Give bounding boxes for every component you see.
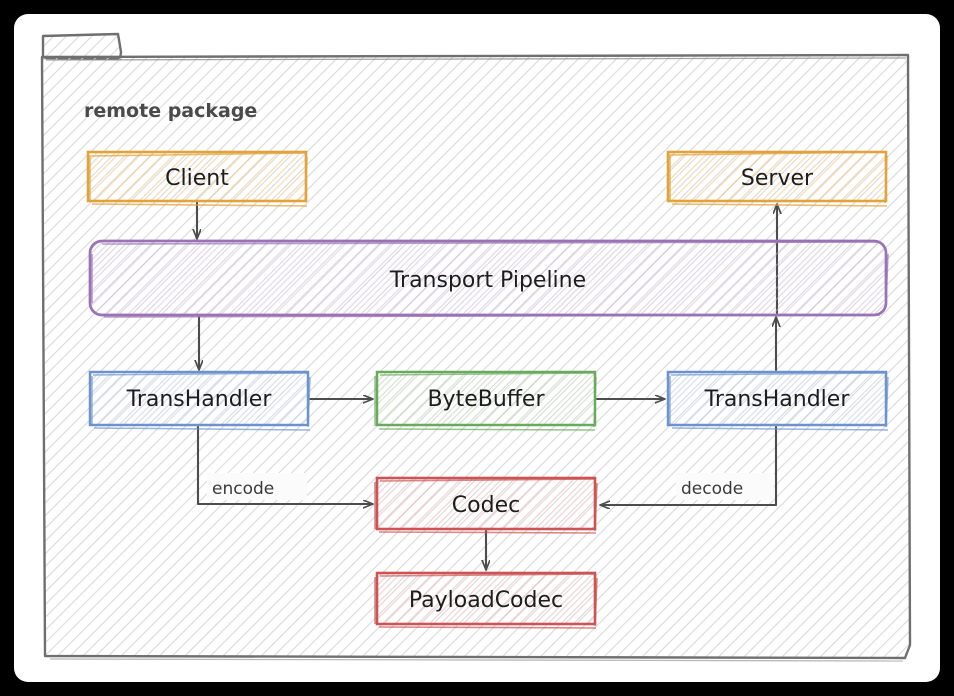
node-codec[interactable]: Codec — [374, 476, 598, 534]
edge-decode — [601, 425, 778, 505]
node-payloadcodec-sketch — [374, 573, 598, 629]
node-server-fill — [668, 152, 886, 201]
node-transhandler-right-sketch — [669, 372, 889, 431]
node-server-sketch — [669, 151, 888, 207]
node-transport-pipeline-border — [88, 239, 888, 317]
edge-encode — [196, 425, 372, 504]
node-payloadcodec-label: PayloadCodec — [409, 588, 563, 613]
node-bytebuffer-fill — [377, 372, 595, 425]
node-transhandler-right[interactable]: TransHandler — [666, 370, 889, 431]
node-transhandler-right-fill — [668, 372, 886, 425]
package-body — [40, 53, 912, 660]
node-codec-border — [375, 476, 597, 531]
node-server[interactable]: Server — [666, 150, 888, 207]
node-codec-label: Codec — [452, 493, 520, 518]
node-transhandler-right-label: TransHandler — [704, 387, 851, 412]
node-transhandler-right-border — [666, 370, 888, 427]
node-payloadcodec[interactable]: PayloadCodec — [374, 571, 598, 629]
package-body-sketch-line-bottom — [49, 658, 904, 662]
node-bytebuffer-label: ByteBuffer — [427, 387, 545, 412]
node-server-label: Server — [741, 166, 814, 191]
package-frame: remote package — [40, 32, 912, 662]
edge-label-encode: encode — [212, 479, 274, 499]
node-transport-pipeline-fill — [90, 241, 886, 315]
node-transport-pipeline[interactable]: Transport Pipeline — [88, 239, 889, 318]
node-transport-pipeline-sketch — [91, 241, 889, 318]
package-label: remote package — [84, 100, 257, 122]
node-payloadcodec-border — [375, 571, 597, 626]
node-transhandler-left-border — [88, 370, 310, 427]
node-client-label: Client — [165, 166, 229, 191]
decode-label-backing — [676, 473, 774, 500]
package-body-sketch-line — [45, 57, 907, 61]
encode-label-backing — [207, 473, 307, 500]
node-bytebuffer[interactable]: ByteBuffer — [374, 370, 597, 431]
node-transhandler-left-sketch — [91, 372, 311, 431]
package-tab — [41, 32, 123, 61]
node-client-fill — [88, 152, 306, 201]
node-bytebuffer-sketch — [374, 372, 597, 431]
node-client[interactable]: Client — [86, 150, 308, 207]
node-payloadcodec-fill — [377, 573, 595, 624]
node-codec-fill — [377, 478, 595, 529]
node-transhandler-left-label: TransHandler — [126, 387, 273, 412]
edge-label-layer: encode decode — [207, 473, 774, 500]
node-transport-pipeline-label: Transport Pipeline — [389, 268, 586, 293]
edge-label-decode: decode — [681, 479, 743, 499]
node-transhandler-left-fill — [90, 372, 308, 425]
node-transhandler-left[interactable]: TransHandler — [88, 370, 311, 431]
node-codec-sketch — [374, 478, 598, 534]
node-client-sketch — [89, 152, 308, 207]
